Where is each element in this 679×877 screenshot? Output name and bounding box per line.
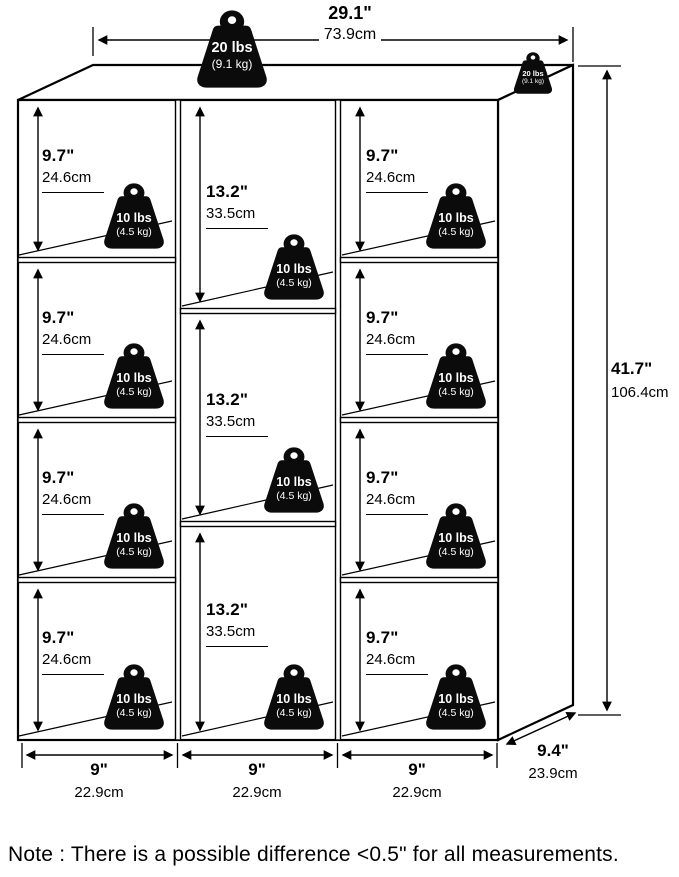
- cube-dimension-label: 9.7" 24.6cm: [366, 468, 428, 515]
- width-inches: 29.1": [328, 3, 372, 23]
- column-width-inches: 9": [90, 760, 108, 779]
- column-width-cm: 22.9cm: [392, 784, 442, 801]
- overall-height-label: 41.7" 106.4cm: [611, 359, 677, 401]
- cube-dimension-label: 9.7" 24.6cm: [366, 628, 428, 675]
- column-width-inches: 9": [248, 760, 266, 779]
- column-width-label: 9" 22.9cm: [49, 760, 149, 801]
- cube-dimension-label: 13.2" 33.5cm: [206, 182, 268, 229]
- column-width-cm: 22.9cm: [232, 784, 282, 801]
- overall-height-arrow: [578, 65, 621, 716]
- cube-dimension-label: 9.7" 24.6cm: [366, 308, 428, 355]
- weight-icon: 10 lbs(4.5 kg): [420, 664, 492, 730]
- weight-icon: 10 lbs(4.5 kg): [98, 183, 170, 249]
- depth-inches: 9.4": [537, 741, 569, 760]
- kettlebell-shape: [513, 52, 553, 94]
- weight-icon: 10 lbs(4.5 kg): [98, 343, 170, 409]
- cabinet-top-face: [17, 63, 574, 102]
- weight-capacity: 10 lbs(4.5 kg): [276, 261, 312, 289]
- weight-capacity: 20 lbs (9.1 kg): [521, 68, 545, 85]
- weight-icon: 20 lbs (9.1 kg): [190, 10, 274, 88]
- cube-height-arrows: [33, 106, 365, 732]
- weight-icon: 20 lbs (9.1 kg): [510, 52, 556, 94]
- cube-dimension-label: 9.7" 24.6cm: [42, 468, 104, 515]
- shelf: [17, 576, 177, 584]
- shelf: [339, 576, 499, 584]
- height-cm: 106.4cm: [611, 384, 669, 401]
- weight-capacity: 10 lbs(4.5 kg): [438, 210, 474, 238]
- shelf: [17, 416, 177, 424]
- shelf: [179, 520, 337, 528]
- weight-capacity: 10 lbs(4.5 kg): [116, 530, 152, 558]
- weight-capacity: 10 lbs(4.5 kg): [276, 691, 312, 719]
- width-cm: 73.9cm: [318, 26, 382, 44]
- weight-icon: 10 lbs(4.5 kg): [98, 664, 170, 730]
- weight-icon: 10 lbs(4.5 kg): [258, 664, 330, 730]
- weight-capacity: 10 lbs(4.5 kg): [438, 530, 474, 558]
- column-width-inches: 9": [408, 760, 426, 779]
- cabinet-body: [16, 63, 575, 742]
- weight-capacity: 10 lbs(4.5 kg): [276, 474, 312, 502]
- overall-width-label: 29.1" 73.9cm: [280, 3, 420, 44]
- shelf: [339, 256, 499, 264]
- cube-dimension-label: 9.7" 24.6cm: [366, 146, 428, 193]
- cube-dimension-label: 9.7" 24.6cm: [42, 628, 104, 675]
- shelf: [179, 307, 337, 315]
- cube-dimension-label: 13.2" 33.5cm: [206, 390, 268, 437]
- weight-icon: 10 lbs(4.5 kg): [98, 503, 170, 569]
- cube-dimension-label: 13.2" 33.5cm: [206, 600, 268, 647]
- weight-capacity: 20 lbs (9.1 kg): [211, 39, 253, 72]
- column-width-label: 9" 22.9cm: [367, 760, 467, 801]
- weight-icon: 10 lbs(4.5 kg): [258, 447, 330, 513]
- depth-arrow: [505, 711, 577, 746]
- weight-icon: 10 lbs(4.5 kg): [420, 183, 492, 249]
- cabinet-side-face: [496, 63, 575, 742]
- cube-dimension-label: 9.7" 24.6cm: [42, 146, 104, 193]
- weight-capacity: 10 lbs(4.5 kg): [116, 210, 152, 238]
- divider-right: [334, 99, 342, 741]
- shelf: [17, 256, 177, 264]
- weight-capacity: 10 lbs(4.5 kg): [116, 370, 152, 398]
- weight-icon: 10 lbs(4.5 kg): [420, 343, 492, 409]
- weight-capacity: 10 lbs(4.5 kg): [438, 691, 474, 719]
- column-width-label: 9" 22.9cm: [207, 760, 307, 801]
- divider-left: [174, 99, 182, 741]
- weight-icon: 10 lbs(4.5 kg): [420, 503, 492, 569]
- measurement-note: Note : There is a possible difference <0…: [8, 843, 619, 866]
- shelf: [339, 416, 499, 424]
- depth-cm: 23.9cm: [528, 765, 578, 782]
- column-width-arrows: [21, 743, 498, 768]
- height-inches: 41.7": [611, 359, 653, 378]
- cube-dimension-label: 9.7" 24.6cm: [42, 308, 104, 355]
- depth-label: 9.4" 23.9cm: [501, 741, 605, 782]
- weight-capacity: 10 lbs(4.5 kg): [438, 370, 474, 398]
- weight-capacity: 10 lbs(4.5 kg): [116, 691, 152, 719]
- column-width-cm: 22.9cm: [74, 784, 124, 801]
- weight-icon: 10 lbs(4.5 kg): [258, 234, 330, 300]
